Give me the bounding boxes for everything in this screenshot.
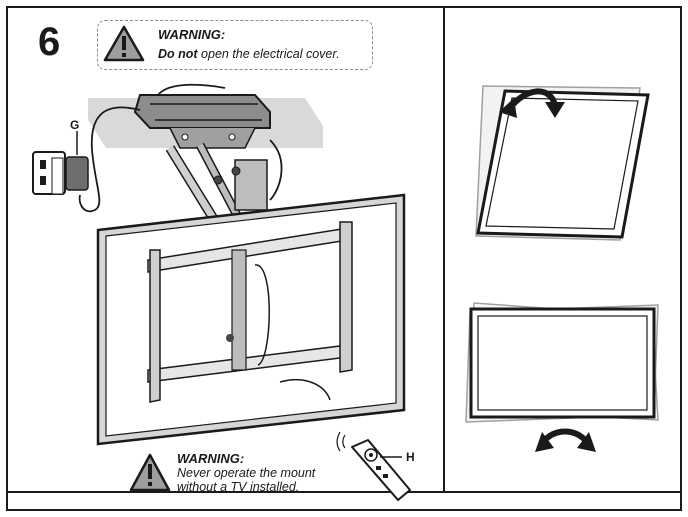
warning-top-emphasis: Do not	[158, 47, 198, 61]
ceiling-mount-base	[88, 94, 323, 149]
tv-panel	[96, 193, 406, 446]
warning-top-rest: open the electrical cover.	[197, 47, 340, 61]
warning-bottom-line2: without a TV installed.	[177, 480, 300, 494]
swivel-diagram	[465, 302, 659, 423]
power-cord-lower	[78, 106, 141, 213]
panel-divider-horizontal	[6, 491, 682, 493]
warning-top-text: Do not open the electrical cover.	[158, 47, 340, 61]
callout-remote-label: H	[406, 450, 415, 464]
power-adapter	[65, 131, 89, 191]
step-number: 6	[38, 20, 61, 64]
remote-control	[336, 431, 411, 501]
warning-callout-top	[97, 20, 373, 70]
rotate-arrow-icon	[499, 88, 565, 118]
panel-divider-vertical	[443, 6, 445, 492]
wall-outlet	[32, 151, 66, 195]
warning-triangle-icon	[103, 25, 145, 62]
warning-bottom-line1: Never operate the mount	[177, 466, 316, 480]
rotate-arrow-icon	[535, 428, 596, 452]
power-cord	[157, 83, 226, 96]
warning-triangle-icon	[129, 453, 171, 492]
warning-top-title: WARNING:	[158, 27, 226, 42]
callout-adapter-label: G	[70, 118, 80, 132]
warning-bottom-title: WARNING:	[177, 451, 245, 466]
tilt-diagram	[475, 85, 650, 241]
